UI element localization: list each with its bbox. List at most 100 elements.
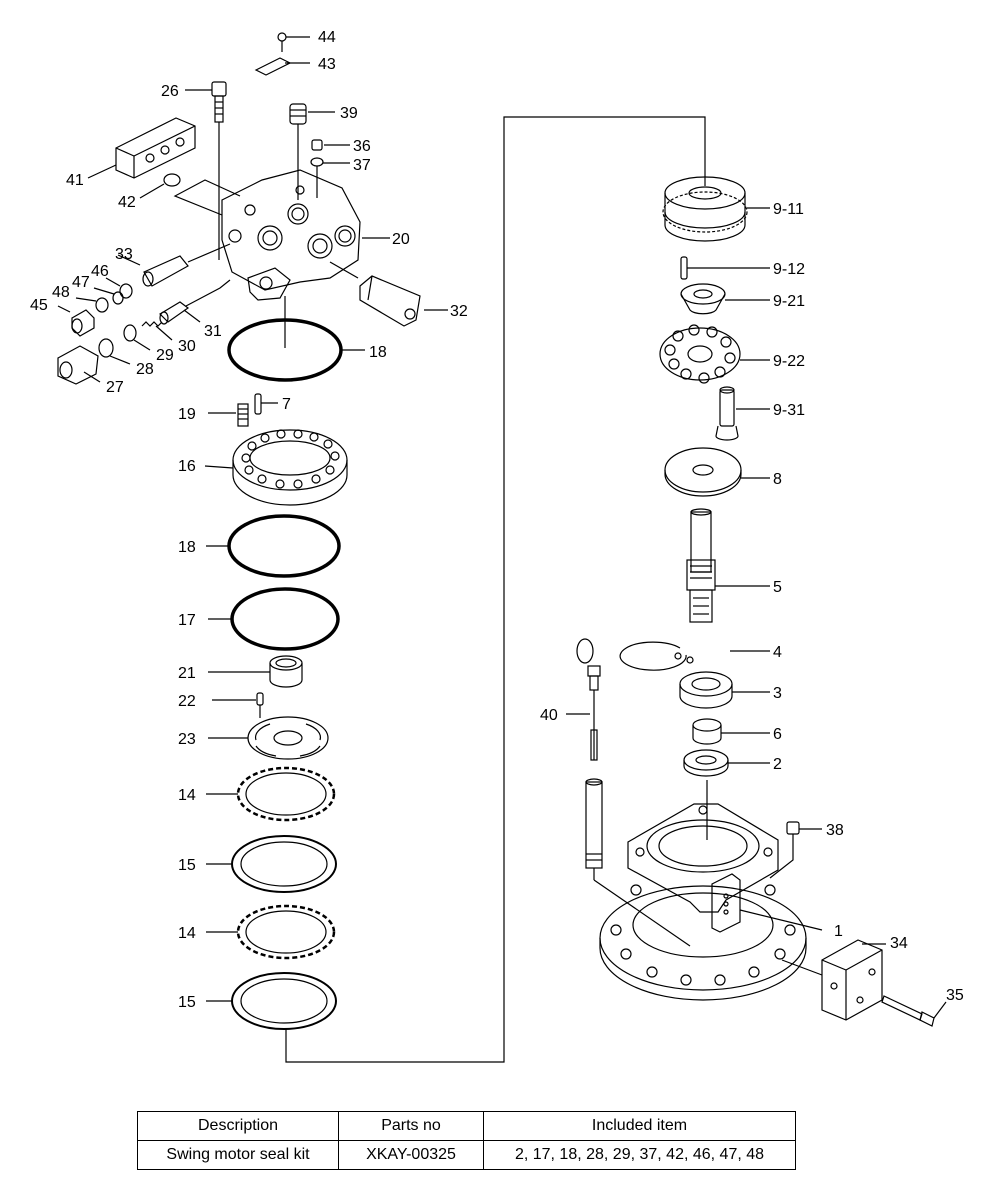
- part-21-needle-bearing: [208, 655, 303, 688]
- part-5-drive-shaft: [686, 508, 770, 623]
- part-19-spring: [208, 403, 249, 427]
- callout-33: 33: [115, 246, 133, 263]
- part-40-level-gauge: [566, 638, 691, 947]
- callout-20: 20: [392, 231, 410, 248]
- callout-4: 4: [773, 644, 782, 661]
- callout-9-11: 9-11: [773, 201, 804, 218]
- callout-41: 41: [66, 172, 84, 189]
- assembly-connector-line: [285, 116, 706, 1063]
- seal-kit-table: Description Parts no Included item Swing…: [137, 1111, 796, 1170]
- part-28-o-ring: [98, 338, 131, 365]
- callout-9-12: 9-12: [773, 261, 805, 278]
- part-46-o-ring: [105, 277, 133, 299]
- callout-38: 38: [826, 822, 844, 839]
- part-23-valve-plate: [208, 716, 329, 760]
- part-30-spring: [141, 321, 173, 341]
- callout-34: 34: [890, 935, 908, 952]
- part-42-o-ring: [139, 173, 181, 199]
- callout-14-lower: 14: [178, 925, 196, 942]
- part-15-separator-plate-upper: [206, 835, 337, 893]
- part-41-valve-block: [87, 117, 196, 179]
- table-row: Swing motor seal kit XKAY-00325 2, 17, 1…: [137, 1140, 796, 1170]
- part-1-motor-casing: [599, 780, 823, 1001]
- part-6-bushing: [692, 718, 770, 745]
- callout-28: 28: [136, 361, 154, 378]
- part-9-31-piston: [715, 386, 770, 441]
- callout-46: 46: [91, 263, 109, 280]
- cell-description: Swing motor seal kit: [137, 1140, 339, 1170]
- callout-22: 22: [178, 693, 196, 710]
- cell-parts-no: XKAY-00325: [338, 1140, 484, 1170]
- part-9-22-set-plate: [659, 324, 770, 384]
- callout-16: 16: [178, 458, 196, 475]
- part-7-pin: [254, 393, 278, 415]
- callout-29: 29: [156, 347, 174, 364]
- callout-9-31: 9-31: [773, 402, 805, 419]
- column-header-included-item: Included item: [483, 1111, 796, 1141]
- callout-26: 26: [161, 83, 179, 100]
- callout-2: 2: [773, 756, 782, 773]
- callout-17: 17: [178, 612, 196, 629]
- part-15-separator-plate-lower: [206, 972, 337, 1030]
- callout-21: 21: [178, 665, 196, 682]
- cell-included-item: 2, 17, 18, 28, 29, 37, 42, 46, 47, 48: [483, 1140, 796, 1170]
- column-header-description: Description: [137, 1111, 339, 1141]
- part-17-o-ring: [208, 587, 340, 651]
- callout-8: 8: [773, 471, 782, 488]
- part-31-check-valve: [159, 279, 231, 325]
- callout-15-upper: 15: [178, 857, 196, 874]
- callout-47: 47: [72, 274, 90, 291]
- callout-48: 48: [52, 284, 70, 301]
- callout-35: 35: [946, 987, 964, 1004]
- part-36-plug: [311, 139, 350, 151]
- part-35-bolt: [881, 995, 947, 1027]
- part-9-11-gear-drum: [662, 176, 770, 242]
- callout-15-lower: 15: [178, 994, 196, 1011]
- callout-6: 6: [773, 726, 782, 743]
- callout-23: 23: [178, 731, 196, 748]
- callout-19: 19: [178, 406, 196, 423]
- part-33-relief-valve: [117, 243, 231, 287]
- callout-45: 45: [30, 297, 48, 314]
- part-2-oil-seal: [683, 749, 770, 777]
- callout-43: 43: [318, 56, 336, 73]
- swing-motor-exploded-diagram: 44 43 26 39 3 6 37 41 4 2 20 33 46 47 48 4…: [30, 29, 964, 1063]
- callout-44: 44: [318, 29, 336, 46]
- part-14-friction-plate-lower: [206, 904, 336, 960]
- part-39-plug: [289, 103, 335, 200]
- part-38-plug: [769, 821, 822, 879]
- part-9-21-ball-guide: [680, 283, 770, 315]
- part-18-o-ring-lower: [206, 514, 341, 578]
- callout-40: 40: [540, 707, 558, 724]
- part-29-o-ring: [123, 324, 151, 351]
- part-9-12-pin: [680, 256, 770, 280]
- callout-1: 1: [834, 923, 843, 940]
- callout-39: 39: [340, 105, 358, 122]
- part-32-spool: [329, 261, 448, 327]
- table-header-row: Description Parts no Included item: [137, 1111, 796, 1141]
- callout-9-22: 9-22: [773, 353, 805, 370]
- part-18-o-ring-upper: [227, 296, 365, 382]
- callout-7: 7: [282, 396, 291, 413]
- callout-14-upper: 14: [178, 787, 196, 804]
- callout-37: 37: [353, 157, 371, 174]
- part-3-ball-bearing: [679, 671, 770, 709]
- callout-3: 3: [773, 685, 782, 702]
- part-47-o-ring: [93, 287, 124, 305]
- part-34-valve-block: [781, 939, 886, 1021]
- part-4-snap-ring: [619, 641, 770, 671]
- part-43-nameplate: [254, 57, 310, 76]
- part-48-o-ring: [75, 297, 109, 313]
- callout-18-lower: 18: [178, 539, 196, 556]
- part-16-cylinder-block: [204, 429, 348, 506]
- part-20-valve-casing: [173, 169, 390, 301]
- callout-27: 27: [106, 379, 124, 396]
- callout-5: 5: [773, 579, 782, 596]
- part-8-thrust-plate: [664, 447, 770, 497]
- part-27-plug: [57, 345, 101, 385]
- part-22-pin: [212, 692, 264, 718]
- part-26-bolt: [185, 81, 227, 260]
- part-37-o-ring: [310, 157, 350, 198]
- part-44-pin: [277, 32, 310, 52]
- callout-32: 32: [450, 303, 468, 320]
